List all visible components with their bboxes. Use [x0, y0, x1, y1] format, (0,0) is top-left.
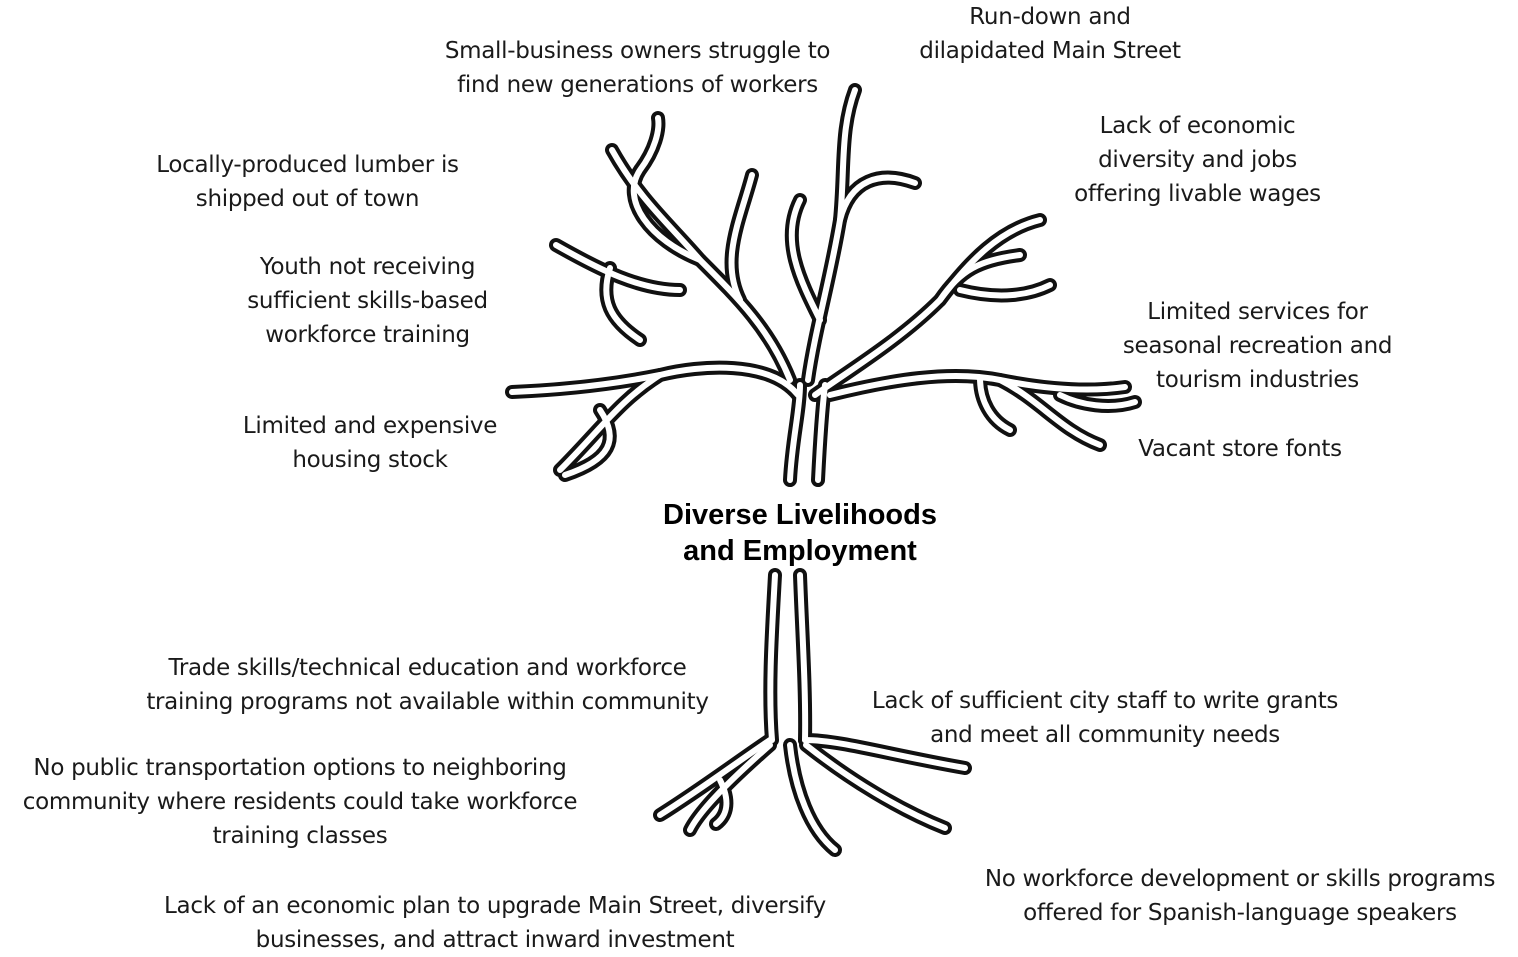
tree-branch-highlight — [630, 115, 703, 263]
root-label-economic-plan: Lack of an economic plan to upgrade Main… — [164, 893, 826, 953]
branch-label-lumber: Locally-produced lumber is shipped out o… — [156, 152, 459, 212]
branch-label-youth-training: Youth not receiving sufficient skills-ba… — [247, 254, 488, 348]
tree-branch-highlight — [657, 737, 773, 818]
tree-branch-highlight — [603, 265, 643, 343]
tree-branch-highlight — [797, 572, 809, 743]
core-title: Diverse Livelihoods and Employment — [663, 499, 937, 567]
branch-label-small-business: Small-business owners struggle to find n… — [444, 38, 831, 98]
tree-branch-highlight — [957, 282, 1053, 299]
branch-label-vacant-stores: Vacant store fonts — [1138, 436, 1342, 462]
tree-branch-highlight — [937, 252, 1023, 303]
root-label-public-transport: No public transportation options to neig… — [22, 755, 578, 849]
branch-label-housing: Limited and expensive housing stock — [242, 413, 498, 473]
tree-branch-highlight — [1057, 392, 1138, 409]
tree-branch-highlight — [562, 407, 613, 478]
branch-label-economic-diversity: Lack of economic diversity and jobs offe… — [1074, 113, 1321, 207]
tree-branch-highlight — [788, 197, 823, 323]
tree-branch-highlight — [557, 372, 663, 473]
tree-branch-highlight — [997, 377, 1103, 448]
tree-branch-highlight — [787, 742, 838, 853]
root-label-city-staff: Lack of sufficient city staff to write g… — [871, 688, 1339, 748]
tree-branch-highlight — [837, 174, 918, 223]
tree-branch-highlight — [687, 742, 773, 833]
tree-branch-highlight — [802, 737, 968, 771]
branch-label-main-street: Run-down and dilapidated Main Street — [919, 4, 1181, 64]
tree-branch-highlight — [767, 572, 778, 743]
root-label-spanish-programs: No workforce development or skills progr… — [984, 866, 1496, 926]
tree-branch-highlight — [728, 172, 755, 303]
tree-branch-highlight — [977, 375, 1013, 433]
tree-branch-highlight — [713, 777, 730, 827]
tree-branch-highlight — [815, 382, 828, 483]
tree-branch — [549, 238, 687, 297]
root-label-trade-skills: Trade skills/technical education and wor… — [146, 655, 709, 715]
branch-label-seasonal-recreation: Limited services for seasonal recreation… — [1122, 299, 1393, 393]
tree-branch-highlight — [803, 742, 948, 831]
tree-branch-highlight — [553, 242, 683, 293]
